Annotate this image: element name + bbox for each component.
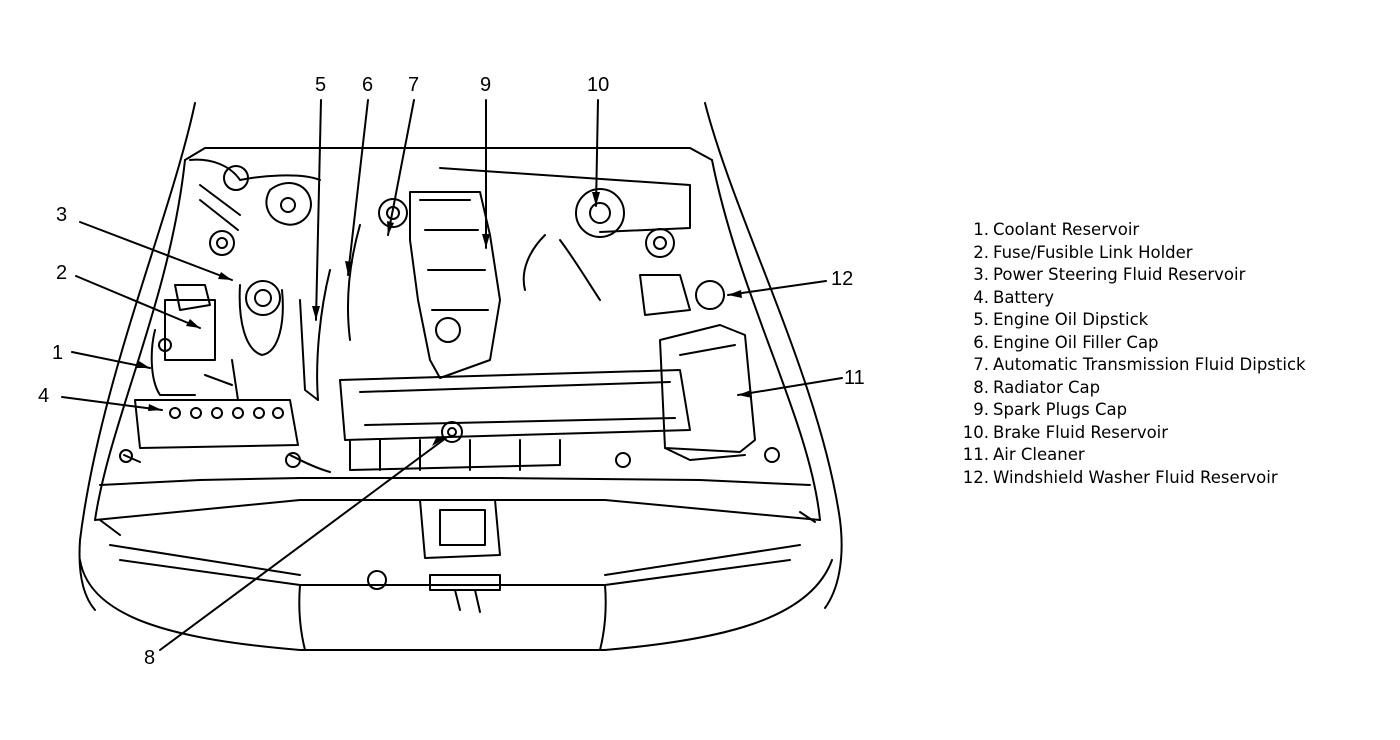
legend-item: 4.Battery — [962, 287, 1306, 310]
legend-number: 8. — [973, 377, 989, 397]
legend-item: 10.Brake Fluid Reservoir — [962, 422, 1306, 445]
legend-number: 11. — [962, 445, 989, 464]
intake-and-radiator — [285, 369, 691, 473]
legend-label: Engine Oil Dipstick — [993, 310, 1149, 329]
legend-item: 8.Radiator Cap — [962, 377, 1306, 400]
legend-number: 6. — [973, 332, 989, 352]
engine-block — [299, 191, 501, 401]
callout-9: 9 — [480, 74, 492, 96]
legend-label: Automatic Transmission Fluid Dipstick — [993, 355, 1306, 374]
legend-label: Spark Plugs Cap — [993, 400, 1128, 419]
legend-label: Windshield Washer Fluid Reservoir — [993, 467, 1278, 487]
legend-item: 12.Windshield Washer Fluid Reservoir — [962, 467, 1306, 490]
legend-list: 1.Coolant Reservoir 2.Fuse/Fusible Link … — [962, 219, 1306, 489]
legend-number: 5. — [973, 310, 989, 329]
legend-item: 2.Fuse/Fusible Link Holder — [962, 242, 1306, 265]
callout-7: 7 — [408, 74, 420, 96]
legend-number: 12. — [962, 467, 989, 487]
legend-label: Brake Fluid Reservoir — [993, 422, 1169, 442]
legend-number: 4. — [973, 287, 989, 307]
legend-item: 1.Coolant Reservoir — [962, 219, 1306, 242]
legend-number: 9. — [973, 400, 989, 419]
leader-lines — [61, 99, 843, 651]
legend-number: 1. — [973, 220, 989, 239]
legend-item: 9.Spark Plugs Cap — [962, 399, 1306, 422]
callout-4: 4 — [38, 385, 50, 407]
callout-6: 6 — [362, 74, 374, 96]
front-bumper — [79, 477, 833, 651]
legend-label: Battery — [993, 287, 1055, 307]
callout-5: 5 — [315, 74, 327, 96]
legend-item: 5.Engine Oil Dipstick — [962, 309, 1306, 332]
legend-label: Engine Oil Filler Cap — [993, 332, 1159, 352]
legend-number: 7. — [973, 355, 989, 374]
callout-8: 8 — [144, 647, 156, 669]
left-components — [119, 230, 299, 463]
legend-number: 10. — [962, 422, 989, 442]
legend-label: Air Cleaner — [993, 445, 1085, 464]
callout-12: 12 — [831, 268, 854, 290]
right-components — [522, 188, 780, 463]
legend-label: Coolant Reservoir — [993, 220, 1140, 239]
callout-10: 10 — [587, 74, 610, 96]
callout-3: 3 — [56, 204, 68, 226]
legend-label: Power Steering Fluid Reservoir — [993, 265, 1246, 284]
hood-outline — [78, 102, 843, 611]
legend-label: Fuse/Fusible Link Holder — [993, 242, 1193, 262]
legend-item: 3.Power Steering Fluid Reservoir — [962, 264, 1306, 287]
legend-item: 11.Air Cleaner — [962, 444, 1306, 467]
arrowheads — [136, 192, 752, 446]
legend-label: Radiator Cap — [993, 377, 1101, 397]
callout-2: 2 — [56, 262, 68, 284]
legend-item: 6.Engine Oil Filler Cap — [962, 332, 1306, 355]
callout-11: 11 — [844, 367, 865, 389]
legend-number: 3. — [973, 265, 989, 284]
firewall — [189, 158, 691, 233]
legend-number: 2. — [973, 242, 989, 262]
legend-item: 7.Automatic Transmission Fluid Dipstick — [962, 354, 1306, 377]
callout-1: 1 — [52, 342, 64, 364]
